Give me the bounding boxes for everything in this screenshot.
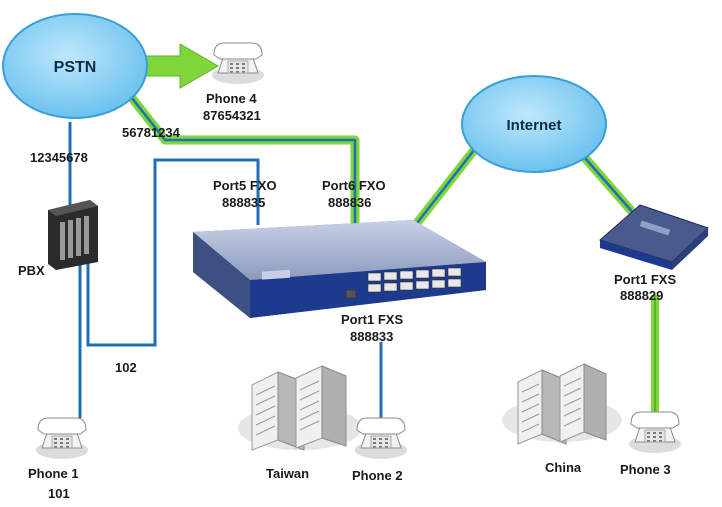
voip-gateway bbox=[193, 220, 486, 318]
port5-number: 888835 bbox=[222, 195, 265, 210]
pstn-label: PSTN bbox=[54, 59, 97, 76]
pstn-port6-number: 56781234 bbox=[122, 125, 181, 140]
port1-taiwan-number: 888833 bbox=[350, 329, 393, 344]
phone-2-icon bbox=[354, 417, 408, 460]
link-pbx-port5 bbox=[86, 158, 260, 347]
taiwan-label: Taiwan bbox=[266, 466, 309, 481]
pbx-label: PBX bbox=[18, 263, 45, 278]
port1-china-number: 888829 bbox=[620, 288, 663, 303]
phone1-number: 101 bbox=[48, 486, 70, 501]
phone-3-icon bbox=[628, 411, 682, 454]
port1-taiwan-name: Port1 FXS bbox=[341, 312, 403, 327]
port6-name: Port6 FXO bbox=[322, 178, 386, 193]
ata-device bbox=[598, 204, 709, 270]
pstn-pbx-number: 12345678 bbox=[30, 150, 88, 165]
phone-1-icon bbox=[35, 417, 89, 460]
china-label: China bbox=[545, 460, 582, 475]
phone3-name: Phone 3 bbox=[620, 462, 671, 477]
phone-4-icon bbox=[211, 42, 265, 85]
port1-china-name: Port1 FXS bbox=[614, 272, 676, 287]
pstn-cloud: PSTN bbox=[2, 13, 148, 119]
phone4-number: 87654321 bbox=[203, 108, 261, 123]
internet-cloud: Internet bbox=[461, 75, 607, 173]
building-china bbox=[502, 363, 622, 445]
phone1-name: Phone 1 bbox=[28, 466, 79, 481]
building-taiwan bbox=[238, 365, 362, 451]
phone4-name: Phone 4 bbox=[206, 91, 257, 106]
connection-lines bbox=[68, 43, 659, 418]
internet-label: Internet bbox=[506, 117, 561, 134]
pbx-device: PBX bbox=[18, 200, 98, 278]
gateway-ports bbox=[345, 267, 462, 299]
port5-name: Port5 FXO bbox=[213, 178, 277, 193]
port6-number: 888836 bbox=[328, 195, 371, 210]
arrow-pstn-phone4 bbox=[144, 43, 219, 89]
phone2-name: Phone 2 bbox=[352, 468, 403, 483]
pbx-port5-number: 102 bbox=[115, 360, 137, 375]
